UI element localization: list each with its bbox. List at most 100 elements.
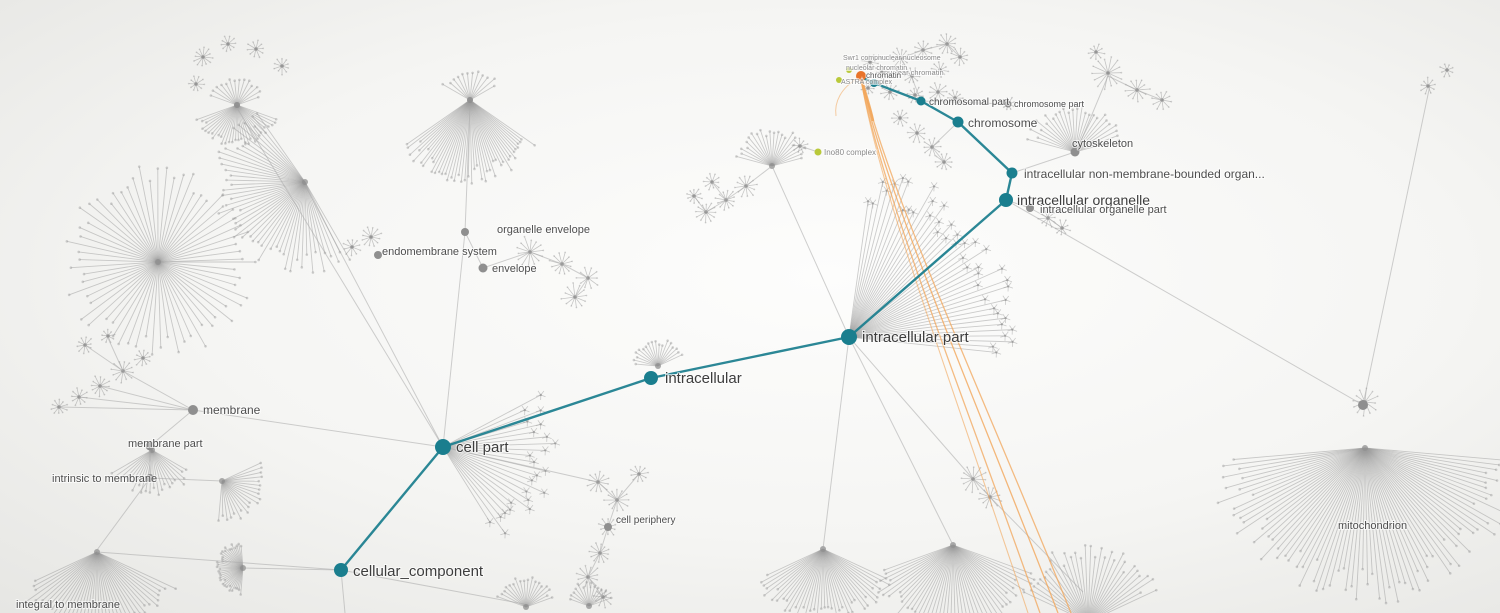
term-label[interactable]: endomembrane system [381, 245, 498, 259]
leaf-burst [560, 281, 588, 309]
term-node-gray[interactable] [374, 251, 382, 259]
term-node-highlighted[interactable] [916, 96, 926, 106]
term-node-highlighted[interactable] [334, 563, 348, 577]
leaf-burst [133, 349, 151, 367]
term-node-gray[interactable] [1026, 204, 1034, 212]
leaf-burst [930, 61, 950, 79]
term-label[interactable]: nuclear chromatin [883, 67, 945, 78]
term-nodes [145, 67, 1368, 577]
leaf-burst [273, 57, 290, 76]
fan-cluster [632, 339, 684, 369]
leaf-burst [694, 202, 717, 224]
term-node-highlighted[interactable] [841, 329, 857, 345]
fan-cluster [496, 576, 554, 610]
leaf-burst [629, 465, 650, 483]
fan-cluster [1022, 543, 1158, 613]
term-label[interactable]: membrane part [127, 437, 204, 451]
term-label[interactable]: intracellular organelle part [1039, 203, 1168, 217]
term-labels: cellular_component cell part intracellular… [15, 54, 1408, 612]
fan-cluster [405, 97, 536, 185]
leaf-burst [1151, 90, 1173, 111]
leaf-burst [890, 109, 909, 127]
term-node-gray[interactable] [145, 441, 155, 451]
term-label[interactable]: intracellular part [861, 328, 971, 347]
term-label[interactable]: cell periphery [615, 514, 676, 527]
fan-cluster [65, 165, 257, 356]
leaf-burst [923, 137, 942, 157]
graph-edges [58, 43, 1431, 613]
term-label[interactable]: intracellular non-membrane-bounded organ… [1023, 166, 1266, 182]
leaf-burst [220, 35, 237, 53]
term-node-gray[interactable] [604, 523, 612, 531]
term-label[interactable]: chromosomal part [928, 96, 1010, 109]
term-label[interactable]: envelope [491, 262, 538, 276]
fan-cluster [441, 70, 496, 103]
term-label[interactable]: cell part [455, 438, 510, 457]
leaf-burst [50, 398, 69, 415]
term-node-green[interactable] [814, 148, 822, 156]
leaf-burst [603, 488, 630, 512]
fan-cluster [760, 546, 891, 613]
leaf-burst [903, 67, 921, 84]
leaf-burst [516, 235, 545, 267]
term-node-green[interactable] [836, 77, 842, 83]
leaf-burst [1087, 43, 1106, 61]
term-node-gray[interactable] [1070, 147, 1080, 157]
term-label[interactable]: chromosome part [1013, 98, 1086, 110]
term-node-highlighted[interactable] [644, 371, 658, 385]
fan-cluster [1216, 445, 1500, 605]
term-label[interactable]: chromatin [865, 70, 902, 81]
leaf-burst [906, 123, 926, 144]
term-label[interactable]: integral to membrane [15, 598, 121, 612]
term-node-green[interactable] [846, 67, 852, 73]
term-label[interactable]: intracellular [664, 369, 743, 388]
leaf-burst [791, 137, 809, 154]
leaf-burst [76, 336, 93, 355]
term-node-highlighted[interactable] [1006, 167, 1018, 179]
fan-cluster [110, 447, 188, 497]
term-label[interactable]: Swr1 complex [842, 54, 888, 63]
term-node-gray[interactable] [1004, 100, 1012, 108]
term-node-gray[interactable] [478, 263, 488, 273]
term-label[interactable]: cellular_component [352, 562, 485, 581]
term-node-highlighted[interactable] [435, 439, 451, 455]
term-label[interactable]: organelle envelope [496, 223, 591, 237]
term-node-highlighted[interactable] [999, 193, 1013, 207]
fan-cluster [217, 112, 352, 274]
term-label[interactable]: chromosome [967, 115, 1039, 131]
term-label[interactable]: intrinsic to membrane [51, 472, 158, 486]
term-node-gray[interactable] [146, 474, 154, 482]
fan-cluster [23, 549, 177, 613]
term-node-gray[interactable] [188, 405, 198, 415]
term-label[interactable]: nuclear nucleosome [877, 54, 942, 63]
leaf-burst [1124, 79, 1152, 103]
term-node-gray[interactable] [461, 228, 469, 236]
term-label[interactable]: ASTRA complex [840, 78, 893, 87]
leaf-burst [875, 65, 889, 80]
leaf-burst [187, 75, 206, 92]
term-label[interactable]: cytoskeleton [1071, 137, 1134, 151]
fan-cluster [217, 461, 264, 522]
term-node-highlighted[interactable] [952, 116, 964, 128]
leaf-burst [928, 82, 948, 102]
term-node-highlighted[interactable] [870, 79, 878, 87]
term-label[interactable]: mitochondrion [1337, 519, 1408, 533]
leaf-burst [1439, 63, 1454, 78]
leaf-burst [100, 328, 116, 344]
leaf-burst [575, 266, 599, 290]
term-label[interactable]: nucleolar chromatin [845, 64, 908, 73]
leaf-burst [1420, 76, 1437, 95]
term-label[interactable]: intracellular organelle [1016, 191, 1151, 209]
leaf-burst [588, 542, 610, 564]
term-node-gray[interactable] [1358, 400, 1368, 410]
fan-cluster [215, 542, 246, 596]
fan-cluster [195, 102, 278, 146]
term-label[interactable]: Ino80 complex [823, 147, 877, 158]
term-node-selected[interactable] [856, 71, 866, 81]
fan-cluster [209, 78, 262, 108]
term-label[interactable]: membrane [202, 402, 262, 418]
fan-cluster [877, 542, 1036, 613]
leaf-burst [861, 54, 880, 71]
